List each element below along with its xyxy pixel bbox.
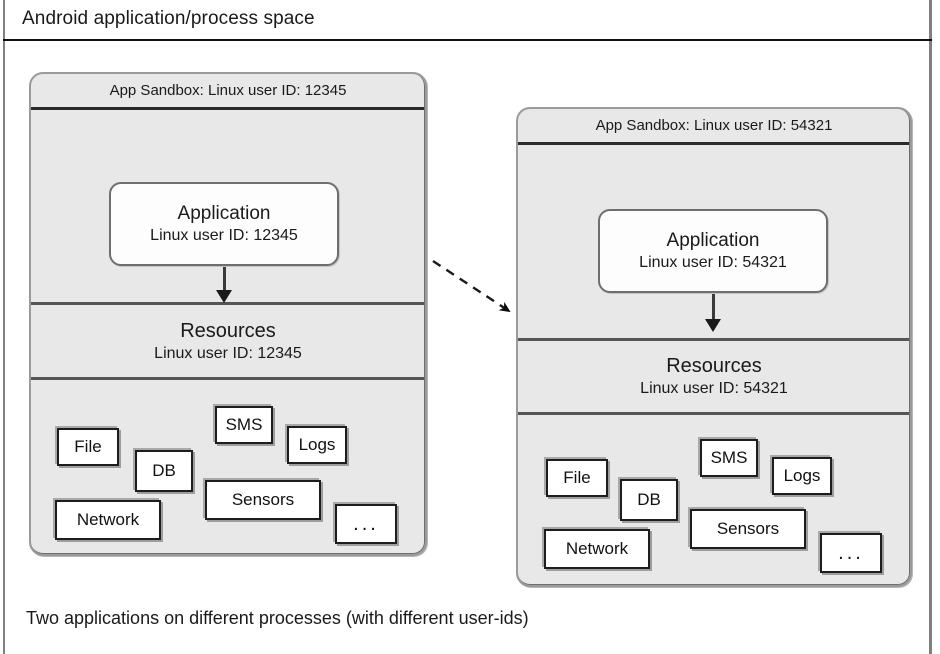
resource-chip-file[interactable]: File bbox=[57, 428, 119, 466]
resources-subtitle: Linux user ID: 54321 bbox=[640, 380, 788, 397]
sandbox-right: App Sandbox: Linux user ID: 54321 Applic… bbox=[516, 107, 912, 587]
sandbox-left-application[interactable]: Application Linux user ID: 12345 bbox=[109, 182, 339, 266]
frame-right-border bbox=[929, 0, 932, 654]
resource-chip-sensors[interactable]: Sensors bbox=[690, 509, 806, 549]
page-title: Android application/process space bbox=[22, 8, 315, 29]
title-divider bbox=[3, 39, 932, 41]
sandbox-right-app-area: Application Linux user ID: 54321 bbox=[518, 145, 910, 341]
sandbox-left-header: App Sandbox: Linux user ID: 12345 bbox=[31, 74, 425, 110]
resource-chip-more[interactable]: ... bbox=[820, 533, 882, 573]
sandbox-left: App Sandbox: Linux user ID: 12345 Applic… bbox=[29, 72, 427, 556]
sandbox-left-resource-items: File DB SMS Logs Network Sensors ... bbox=[31, 380, 425, 558]
sandbox-right-application[interactable]: Application Linux user ID: 54321 bbox=[598, 209, 828, 293]
application-title: Application bbox=[177, 203, 271, 225]
sandbox-left-app-to-resources-arrow-line bbox=[223, 267, 226, 295]
application-subtitle: Linux user ID: 12345 bbox=[150, 226, 298, 244]
resource-chip-logs[interactable]: Logs bbox=[772, 457, 832, 495]
sandbox-left-resources-header: Resources Linux user ID: 12345 bbox=[31, 305, 425, 380]
resources-subtitle: Linux user ID: 12345 bbox=[154, 344, 302, 362]
resource-chip-file[interactable]: File bbox=[546, 459, 608, 497]
diagram-caption: Two applications on different processes … bbox=[26, 608, 529, 628]
resources-title: Resources bbox=[180, 319, 276, 342]
sandbox-right-resources-header: Resources Linux user ID: 54321 bbox=[518, 341, 910, 415]
resource-chip-sms[interactable]: SMS bbox=[700, 439, 758, 477]
sandbox-right-app-to-resources-arrow-head bbox=[705, 319, 721, 332]
frame-left-border bbox=[3, 0, 5, 654]
resource-chip-more[interactable]: ... bbox=[335, 504, 397, 544]
sandbox-right-app-to-resources-arrow-line bbox=[712, 294, 715, 324]
resource-chip-network[interactable]: Network bbox=[544, 529, 650, 569]
resource-chip-sms[interactable]: SMS bbox=[215, 406, 273, 444]
sandbox-right-resource-items: File DB SMS Logs Network Sensors ... bbox=[518, 415, 910, 589]
resource-chip-db[interactable]: DB bbox=[135, 450, 193, 492]
resource-chip-logs[interactable]: Logs bbox=[287, 426, 347, 464]
sandbox-left-app-to-resources-arrow-head bbox=[216, 290, 232, 303]
resource-chip-network[interactable]: Network bbox=[55, 500, 161, 540]
sandbox-left-app-area: Application Linux user ID: 12345 bbox=[31, 110, 425, 305]
application-title: Application bbox=[666, 230, 760, 252]
resources-title: Resources bbox=[666, 355, 762, 377]
resource-chip-db[interactable]: DB bbox=[620, 479, 678, 521]
resource-chip-sensors[interactable]: Sensors bbox=[205, 480, 321, 520]
sandbox-right-header: App Sandbox: Linux user ID: 54321 bbox=[518, 109, 910, 145]
application-subtitle: Linux user ID: 54321 bbox=[639, 253, 787, 271]
